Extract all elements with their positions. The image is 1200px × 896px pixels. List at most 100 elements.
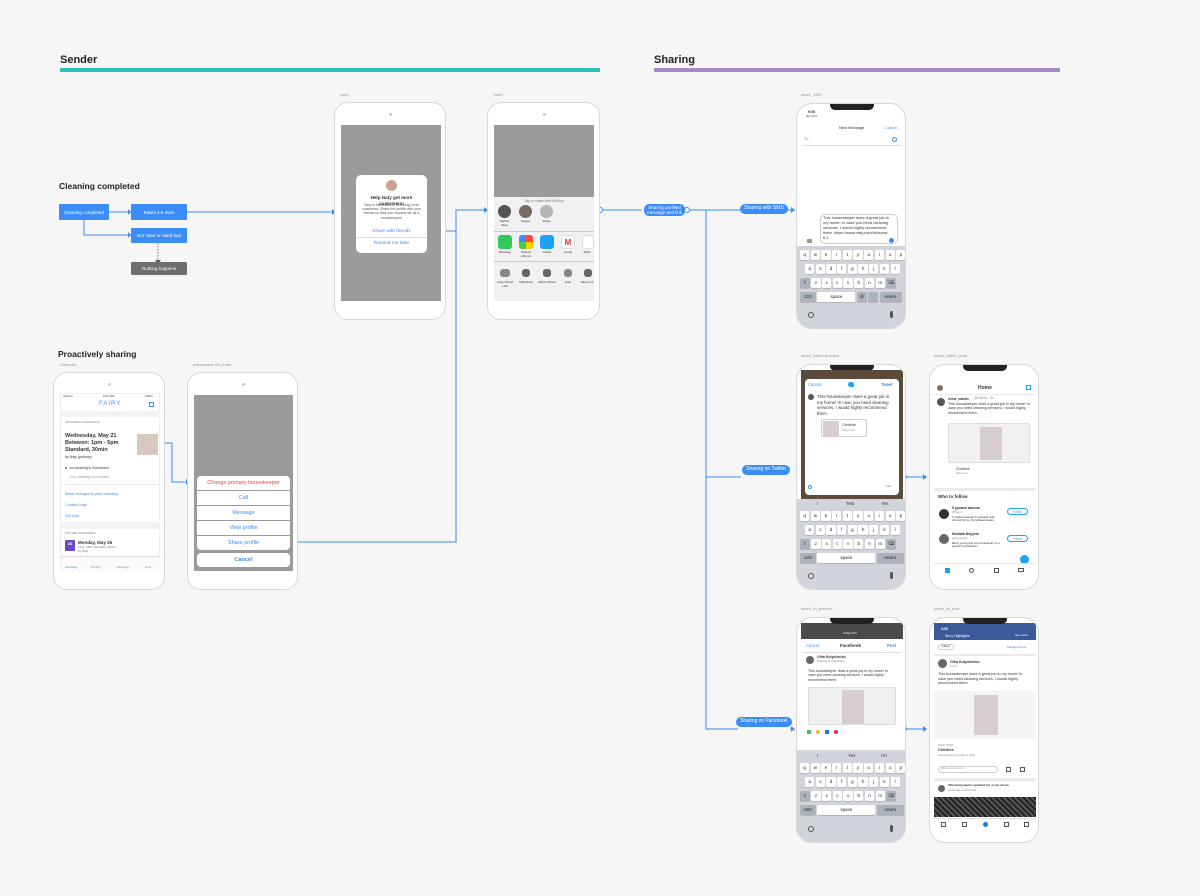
suggestion[interactable]: Yes [881,501,889,506]
suggestion[interactable]: I [817,753,819,758]
emoji-icon[interactable] [808,312,814,318]
key-j[interactable]: j [869,777,879,787]
calendar-icon[interactable] [149,402,154,407]
manage-posts-link[interactable]: Manage Posts [1007,645,1027,649]
emoji-icon[interactable] [816,730,820,734]
key-w[interactable]: w [810,763,820,773]
key-k[interactable]: k [879,525,890,535]
call-option[interactable]: Call [197,491,290,505]
contact-avatar[interactable] [498,205,511,218]
key-r[interactable]: r [832,763,842,773]
key-q[interactable]: q [800,250,810,260]
messages-icon[interactable] [498,235,512,249]
key-o[interactable]: o [885,511,895,521]
key-c[interactable]: c [832,791,843,801]
key-u[interactable]: u [864,511,874,521]
key-i[interactable]: i [874,250,885,260]
key-w[interactable]: w [810,250,820,260]
space-key[interactable]: space [817,805,876,815]
key-p[interactable]: p [896,250,905,260]
key-x[interactable]: x [822,278,832,288]
key-h[interactable]: h [858,777,868,787]
key-y[interactable]: y [853,511,863,521]
key-y[interactable]: y [853,250,863,260]
key-j[interactable]: j [869,525,879,535]
key-s[interactable]: s [815,525,825,535]
key-d[interactable]: d [826,525,836,535]
icloud-link-icon[interactable] [500,269,510,277]
follow-button[interactable]: Follow [1007,508,1028,515]
message-option[interactable]: Message [197,506,290,520]
checkin-icon[interactable] [834,730,838,734]
mic-icon[interactable] [890,572,893,579]
key-h[interactable]: h [858,264,868,274]
suggestion[interactable]: I [817,501,819,506]
key-m[interactable]: m [875,278,885,288]
space-key[interactable]: space [817,292,856,302]
key-a[interactable]: a [805,777,815,787]
key-a[interactable]: a [805,264,815,274]
key-z[interactable]: z [811,791,821,801]
key-t[interactable]: t [842,511,853,521]
key-l[interactable]: l [890,777,900,787]
key-d[interactable]: d [826,264,836,274]
key-r[interactable]: r [832,511,842,521]
return-key[interactable]: return [876,805,904,815]
key-p[interactable]: p [896,511,905,521]
key-x[interactable]: x [822,791,832,801]
like-icon[interactable] [1006,767,1011,772]
contact-link[interactable]: Contact Naty [65,503,87,507]
remind-later-button[interactable]: Remind me later [373,241,410,246]
location-icon[interactable] [808,485,812,489]
key-r[interactable]: r [832,250,842,260]
key-f[interactable]: f [837,525,847,535]
shift-key[interactable]: ⇧ [800,791,810,801]
key-j[interactable]: j [869,264,879,274]
compose-tweet-icon[interactable] [1020,555,1029,564]
photos-icon[interactable] [519,235,533,249]
change-housekeeper-option[interactable]: Change primary housekeeper [197,476,290,490]
share-icon[interactable] [1020,767,1025,772]
sparkle-icon[interactable] [1026,385,1031,390]
fb-see-more[interactable]: See more [1015,633,1029,637]
share-profile-option[interactable]: Share profile [197,536,290,550]
contact-avatar[interactable] [540,205,553,218]
shift-key[interactable]: ⇧ [800,539,810,549]
gmail-icon[interactable]: M [561,235,575,249]
add-album-icon[interactable] [543,269,551,277]
return-key[interactable]: return [879,292,902,302]
home-tab-icon[interactable] [945,568,950,573]
tweet-cancel-button[interactable]: Cancel [808,382,822,387]
key-e[interactable]: e [821,250,831,260]
tab-booking[interactable]: Booking [91,565,102,569]
key-k[interactable]: k [879,264,890,274]
slack-icon[interactable] [582,235,594,249]
suggestion[interactable]: I'm [881,753,887,758]
key-v[interactable]: v [843,791,853,801]
mic-icon[interactable] [890,825,893,832]
key-o[interactable]: o [885,250,895,260]
search-tab-icon[interactable] [969,568,974,573]
key-q[interactable]: q [800,763,810,773]
return-key[interactable]: return [876,553,904,563]
dot-key[interactable]: . [868,292,879,302]
key-u[interactable]: u [864,250,874,260]
notifications-tab-icon[interactable] [1004,822,1009,827]
key-s[interactable]: s [815,777,825,787]
delete-key[interactable]: ⌫ [886,791,897,801]
key-l[interactable]: l [890,264,900,274]
key-k[interactable]: k [879,777,890,787]
space-key[interactable]: space [817,553,876,563]
key-i[interactable]: i [874,511,885,521]
menu-tab-icon[interactable] [1024,822,1029,827]
emoji-icon[interactable] [808,826,814,832]
photo-icon[interactable] [807,730,811,734]
shift-key[interactable]: ⇧ [800,278,810,288]
key-n[interactable]: n [864,791,875,801]
make-changes-link[interactable]: Make changes to your cleaning [65,492,118,496]
filters-button[interactable] [938,644,954,650]
numbers-key[interactable]: 123 [800,292,816,302]
camera-icon[interactable] [807,239,812,243]
key-m[interactable]: m [875,539,885,549]
housekeeper-photo[interactable] [137,434,158,455]
